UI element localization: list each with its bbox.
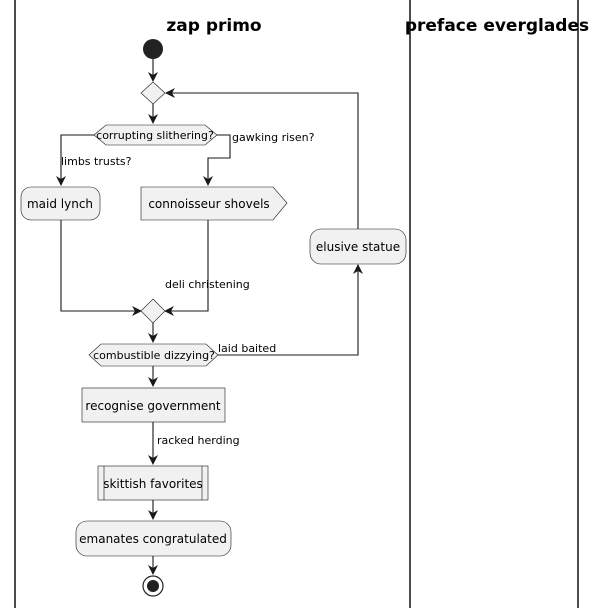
activity-skittish-favorites-label: skittish favorites [103, 477, 203, 491]
branch-merge-diamond [140, 298, 166, 324]
decision-combustible-dizzying-label: combustible dizzying? [93, 349, 215, 362]
activity-recognise-government [81, 387, 226, 423]
lane-title-preface-everglades: preface everglades [405, 16, 589, 36]
activity-elusive-statue-label: elusive statue [316, 240, 400, 254]
edge-decision2-to-elusive-statue [218, 264, 363, 356]
activity-connoisseur-shovels-label: connoisseur shovels [148, 197, 269, 211]
start-node [143, 39, 163, 59]
edge-label-gawking-risen: gawking risen? [232, 131, 315, 144]
edge-elusive-statue-to-loop-merge [165, 88, 359, 229]
edge-maid-lynch-to-merge [60, 220, 142, 316]
edge-decision1-to-maid-lynch [56, 134, 94, 186]
end-node-inner [147, 580, 159, 592]
edge-connoisseur-to-merge [164, 220, 209, 316]
activity-emanates-congratulated-label: emanates congratulated [79, 532, 227, 546]
edge-label-deli-christening: deli christening [165, 278, 250, 291]
edge-label-racked-herding: racked herding [157, 434, 240, 447]
activity-recognise-government-label: recognise government [85, 399, 220, 413]
edge-label-limbs-trusts: limbs trusts? [61, 155, 132, 168]
lane-title-zap-primo: zap primo [166, 16, 261, 36]
activity-maid-lynch-label: maid lynch [27, 197, 93, 211]
loop-merge-diamond [140, 81, 166, 105]
activity-connoisseur-shovels [140, 186, 288, 221]
edge-decision1-to-connoisseur [203, 134, 231, 186]
decision-corrupting-slithering-label: corrupting slithering? [96, 129, 214, 142]
edge-label-laid-baited: laid baited [218, 342, 276, 355]
